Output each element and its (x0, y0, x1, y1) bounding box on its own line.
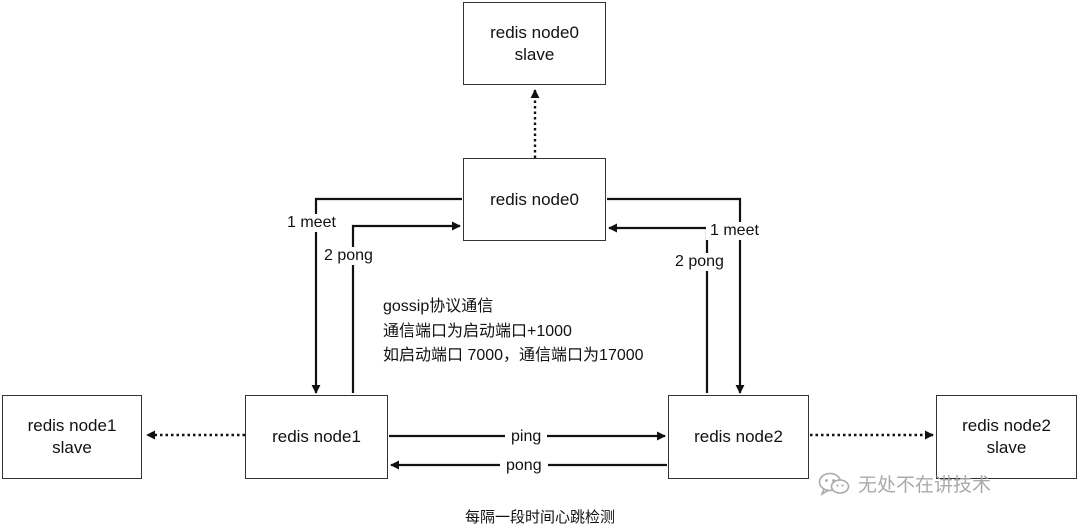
node2-name: redis node2 (694, 427, 783, 446)
node0-name: redis node0 (490, 189, 579, 209)
gossip-note-line3: 如启动端口 7000，通信端口为17000 (383, 347, 644, 364)
pong-label: pong (500, 457, 548, 475)
edge-left-pong (351, 221, 461, 393)
left-pong-label: 2 pong (320, 247, 377, 265)
node0-slave-box: redis node0 slave (463, 2, 606, 85)
right-meet-label: 1 meet (706, 222, 763, 240)
node1-slave-role: slave (52, 438, 92, 457)
watermark-text: 无处不在讲技术 (858, 475, 992, 496)
left-meet-label: 1 meet (283, 214, 340, 232)
right-pong-label: 2 pong (671, 253, 728, 271)
node0-slave-role: slave (514, 44, 555, 64)
gossip-note: gossip协议通信 通信端口为启动端口+1000 如启动端口 7000，通信端… (383, 295, 644, 369)
node1-slave-name: redis node1 (27, 416, 117, 435)
gossip-note-line2: 通信端口为启动端口+1000 (383, 322, 572, 340)
node2-slave-name: redis node2 (962, 416, 1051, 435)
node1-name: redis node1 (272, 427, 361, 446)
watermark: 无处不在讲技术 (818, 470, 991, 497)
node2-box: redis node2 (668, 395, 809, 479)
node0-box: redis node0 (463, 158, 606, 241)
ping-label: ping (505, 428, 548, 446)
diagram-caption: 每隔一段时间心跳检测 (464, 509, 615, 526)
node2-slave-box: redis node2 slave (936, 395, 1077, 479)
wechat-icon (818, 472, 850, 496)
gossip-note-line1: gossip协议通信 (383, 298, 494, 315)
edge-left-meet (311, 197, 462, 394)
node1-box: redis node1 (245, 395, 388, 479)
node0-slave-name: redis node0 (490, 22, 579, 42)
node1-slave-box: redis node1 slave (2, 395, 142, 479)
node2-slave-role: slave (986, 438, 1027, 457)
edge-right-meet (607, 197, 745, 394)
